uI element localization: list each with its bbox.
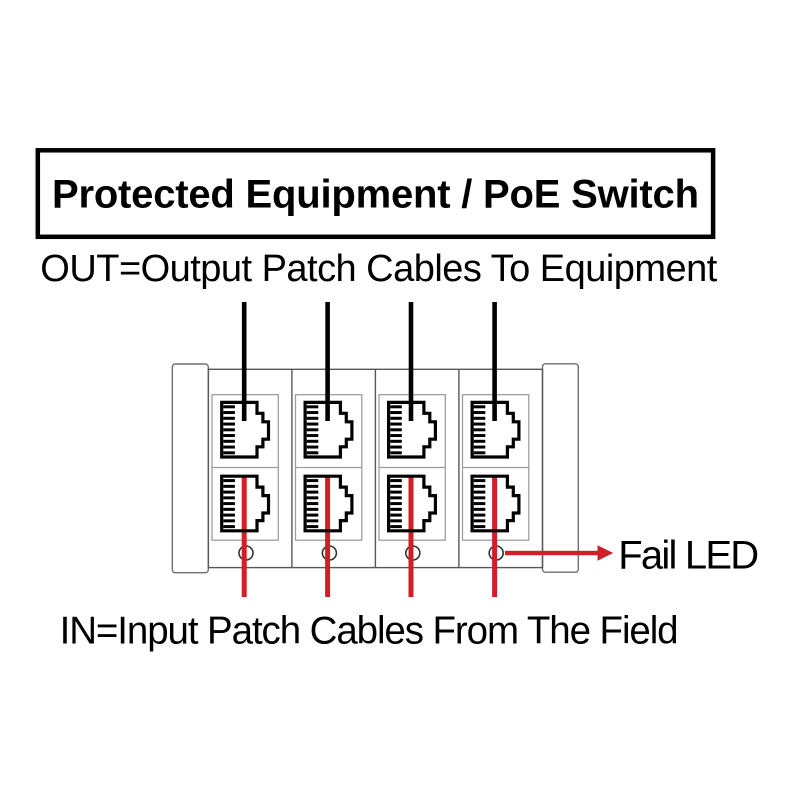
svg-text:OUT=Output Patch Cables To Equ: OUT=Output Patch Cables To Equipment: [40, 248, 717, 290]
svg-text:IN=Input Patch Cables From The: IN=Input Patch Cables From The Field: [60, 609, 679, 652]
svg-text:Fail LED: Fail LED: [618, 534, 759, 578]
svg-text:Protected Equipment / PoE Swit: Protected Equipment / PoE Switch: [52, 173, 699, 217]
